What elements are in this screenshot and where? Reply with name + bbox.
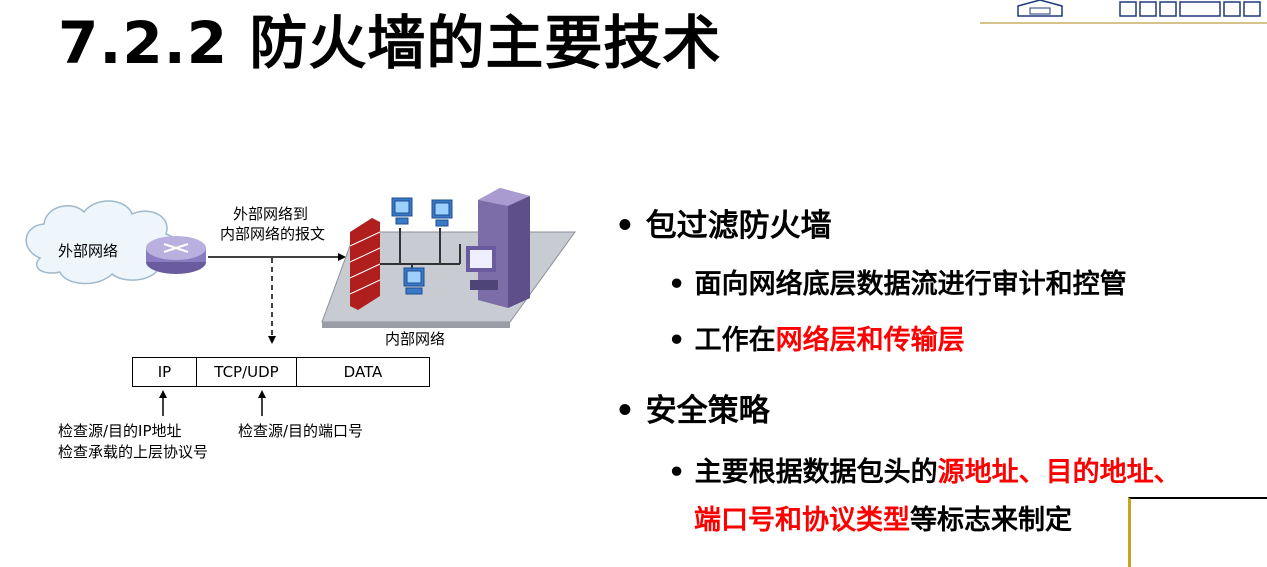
header-field-ip: IP [133,358,197,386]
bullet-text: 安全策略 [645,393,770,429]
router-icon [146,236,206,274]
check-arrows [159,390,266,416]
header-field-data: DATA [343,363,383,381]
firewall-icon [349,218,381,310]
highlight-text: 源地址、目的地址、 [937,457,1181,488]
bullet-text: 等标志来制定 [910,505,1072,536]
cloud-icon [25,200,180,285]
bullet-text: 包过滤防火墙 [645,208,832,244]
packet-header: IP TCP/UDP DATA [132,357,430,387]
sub-bullet-audit: • 面向网络底层数据流进行审计和控管 [668,262,1127,301]
header-divider [980,22,1267,24]
bullet-text: 主要根据数据包头的 [694,457,938,488]
bullet-security-policy: • 安全策略 [615,385,770,430]
bullet-text: 面向网络底层数据流进行审计和控管 [694,269,1127,300]
page-title: 7.2.2 防火墙的主要技术 [58,9,722,77]
highlight-text: 端口号和协议类型 [694,505,910,536]
check-ip-line1: 检查源/目的IP地址 [58,422,182,440]
header-field-tcpudp: TCP/UDP [197,358,297,386]
bullet-dot: • [615,208,646,244]
highlight-text: 网络层和传输层 [775,325,965,356]
sub-bullet-criteria-line2: 端口号和协议类型等标志来制定 [694,498,1072,537]
internal-network-label: 内部网络 [385,330,446,348]
firewall-diagram [25,188,576,344]
sub-bullet-criteria-line1: • 主要根据数据包头的源地址、目的地址、 [668,450,1181,489]
bullet-text: 工作在 [694,325,776,356]
school-logo-icon [1017,0,1261,17]
bullet-dot: • [615,393,646,429]
bullet-dot: • [668,269,695,300]
bullet-packet-filter: • 包过滤防火墙 [615,200,832,245]
check-port-label: 检查源/目的端口号 [238,422,364,440]
sub-bullet-layers: • 工作在网络层和传输层 [668,318,965,357]
bullet-dot: • [668,325,695,356]
server-icon [466,188,530,308]
packet-label-line1: 外部网络到 [233,205,309,223]
external-network-label: 外部网络 [58,242,119,260]
bullet-dot: • [668,457,695,488]
pc-icon [391,197,453,295]
packet-label-line2: 内部网络的报文 [220,225,326,243]
check-ip-line2: 检查承载的上层协议号 [58,443,209,461]
decorative-frame [1128,497,1267,567]
